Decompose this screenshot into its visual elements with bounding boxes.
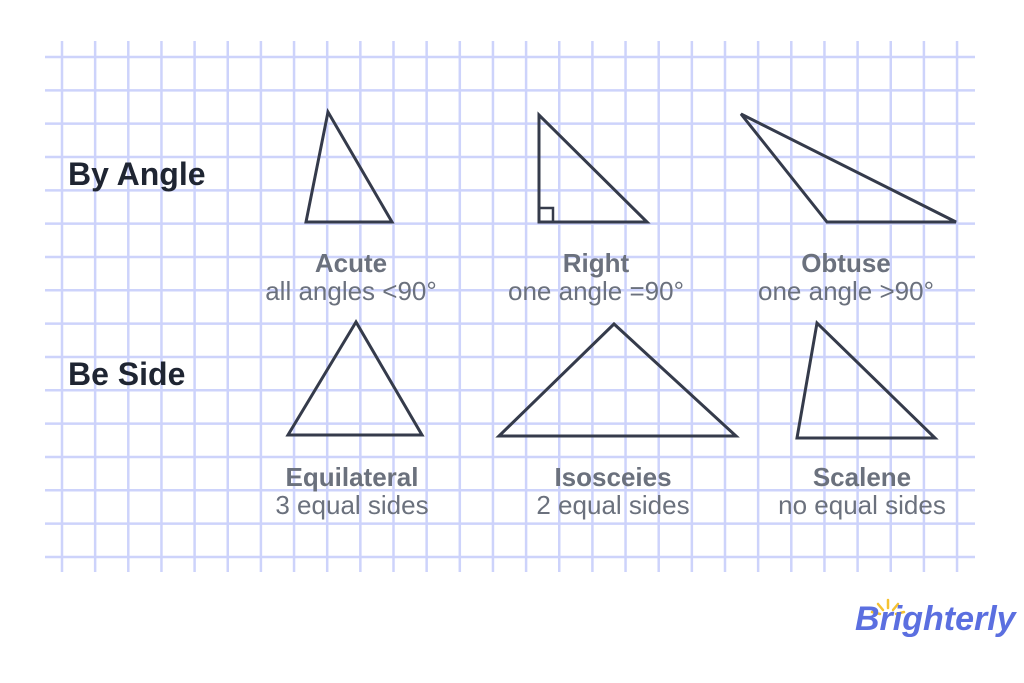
scalene-desc: no equal sides [778,490,946,520]
obtuse-desc: one angle >90° [758,276,934,306]
obtuse-triangle [739,112,957,224]
obtuse-label: Obtuse one angle >90° [726,249,966,305]
isosceles-label: Isosceies 2 equal sides [493,463,733,519]
obtuse-title: Obtuse [801,248,891,278]
isosceles-triangle [495,321,740,438]
acute-label: Acute all angles <90° [231,249,471,305]
isosceles-title: Isosceies [554,462,672,492]
heading-by-side: Be Side [68,356,186,392]
right-angle-marker [537,206,555,224]
scalene-label: Scalene no equal sides [742,463,982,519]
scalene-title: Scalene [812,462,912,492]
acute-triangle [304,107,395,224]
heading-by-angle: By Angle [68,156,206,192]
equilateral-triangle [285,319,425,437]
right-label: Right one angle =90° [476,249,716,305]
equilateral-label: Equilateral 3 equal sides [232,463,472,519]
brighterly-logo: Brighterly [855,600,1016,638]
equilateral-title: Equilateral [285,462,419,492]
right-desc: one angle =90° [508,276,684,306]
equilateral-desc: 3 equal sides [275,490,429,520]
right-title: Right [562,248,630,278]
acute-desc: all angles <90° [265,276,437,306]
scalene-triangle [795,319,939,440]
right-triangle [537,111,651,224]
acute-title: Acute [314,248,388,278]
sun-rays-icon [870,598,906,616]
isosceles-desc: 2 equal sides [536,490,690,520]
graph-paper-grid [45,41,975,572]
